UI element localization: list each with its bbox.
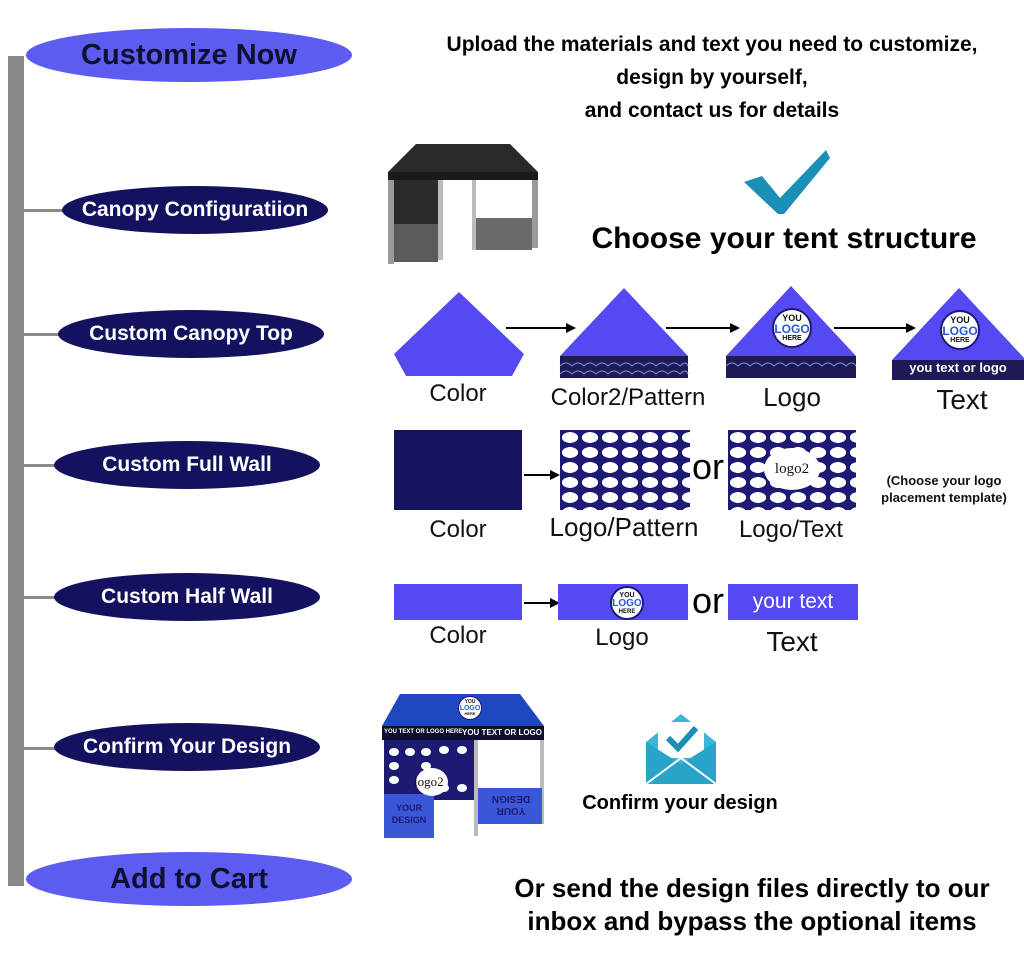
half-wall-text-label: Text <box>766 626 818 657</box>
add-to-cart-button[interactable]: Add to Cart <box>26 852 352 906</box>
logo-badge: YOU LOGO HERE <box>940 310 980 350</box>
logo-badge: YOU LOGO HERE <box>458 696 482 720</box>
placement-note: (Choose your logo placement template) <box>864 472 1024 506</box>
header-line: Upload the materials and text you need t… <box>446 33 978 56</box>
header-line: design by yourself, <box>616 66 808 89</box>
badge-text: HERE <box>618 608 636 615</box>
step-label: Custom Full Wall <box>102 453 272 476</box>
flow-connector <box>24 333 60 336</box>
arrow-icon <box>524 598 560 608</box>
tent-side-text: YOUR DESIGN <box>391 803 427 825</box>
step-label: Confirm Your Design <box>82 735 292 758</box>
customize-now-label: Customize Now <box>81 38 297 71</box>
badge-text: YOU <box>782 313 802 323</box>
full-wall-center-logo: logo2 <box>764 448 820 490</box>
badge-text: YOU <box>464 699 476 705</box>
canopy-text-band: you text or logo <box>909 360 1007 375</box>
header-line: and contact us for details <box>584 99 840 122</box>
step-label: Custom Canopy Top <box>89 322 293 345</box>
tent-band-text: YOU TEXT OR LOGO HERE <box>462 728 567 737</box>
half-wall-text-swatch[interactable]: your text <box>728 584 858 620</box>
full-wall-color-swatch[interactable] <box>394 430 522 510</box>
step-custom-full-wall[interactable]: Custom Full Wall <box>54 441 320 489</box>
footer-line: inbox and bypass the optional items <box>527 906 977 936</box>
canopy-text-label: Text <box>936 384 988 415</box>
canopy-pattern-label: Color2/Pattern <box>550 384 706 411</box>
step-confirm-your-design[interactable]: Confirm Your Design <box>54 723 320 771</box>
tent-logo-text: logo2 <box>414 774 444 789</box>
checkmark-icon <box>744 150 830 214</box>
full-wall-color-label: Color <box>429 516 487 543</box>
or-separator: or <box>692 446 725 487</box>
half-wall-text-value: your text <box>752 590 834 613</box>
badge-text: HERE <box>464 711 476 716</box>
half-wall-logo-label: Logo <box>595 624 649 651</box>
step-canopy-configuration[interactable]: Canopy Configuratiion <box>62 186 328 234</box>
logo-badge: YOU LOGO HERE <box>772 308 812 348</box>
canopy-pattern-swatch[interactable] <box>558 286 690 380</box>
canopy-logo-label: Logo <box>763 382 821 412</box>
step-label: Custom Half Wall <box>101 585 273 608</box>
tent-band-text: YOU TEXT OR LOGO HERE <box>384 729 463 735</box>
note-line: (Choose your logo <box>886 473 1002 488</box>
envelope-check-icon <box>645 714 717 785</box>
confirm-design-label: Confirm your design <box>582 792 778 814</box>
header-instructions: Upload the materials and text you need t… <box>400 28 1024 127</box>
note-line: placement template) <box>881 490 1007 505</box>
badge-text: LOGO <box>774 322 810 336</box>
tent-preview-image <box>382 694 544 838</box>
or-separator: or <box>692 580 725 621</box>
half-wall-color-swatch[interactable] <box>394 584 522 620</box>
full-wall-pattern-label: Logo/Pattern <box>549 512 699 542</box>
flow-connector <box>24 464 56 467</box>
structure-title: Choose your tent structure <box>591 222 977 255</box>
badge-text: LOGO <box>942 324 978 338</box>
tent-side-text: YOUR DESIGN <box>491 793 531 816</box>
footer-note: Or send the design files directly to our… <box>486 872 1018 938</box>
arrow-icon <box>524 470 560 480</box>
footer-line: Or send the design files directly to our <box>514 873 990 903</box>
step-custom-canopy-top[interactable]: Custom Canopy Top <box>58 310 324 358</box>
arrow-icon <box>666 323 740 333</box>
badge-text: LOGO <box>612 597 642 609</box>
full-wall-pattern-swatch[interactable] <box>560 430 690 510</box>
canopy-color-label: Color <box>429 380 487 407</box>
badge-text: YOU <box>950 315 970 325</box>
full-wall-text-label: Logo/Text <box>738 516 844 543</box>
step-custom-half-wall[interactable]: Custom Half Wall <box>54 573 320 621</box>
flow-spine <box>8 56 24 886</box>
flow-connector <box>24 209 64 212</box>
badge-text: HERE <box>782 335 802 342</box>
flow-connector <box>24 747 56 750</box>
add-to-cart-label: Add to Cart <box>110 862 268 895</box>
step-label: Canopy Configuratiion <box>81 198 309 221</box>
canopy-color-swatch[interactable] <box>392 290 526 378</box>
arrow-icon <box>506 323 576 333</box>
arrow-icon <box>834 323 916 333</box>
flow-connector <box>24 596 56 599</box>
badge-text: HERE <box>950 337 970 344</box>
half-wall-color-label: Color <box>429 622 487 649</box>
customize-now-button[interactable]: Customize Now <box>26 28 352 82</box>
badge-text: LOGO <box>459 705 481 712</box>
tent-structure-image <box>388 144 538 264</box>
badge-text: YOU <box>619 591 635 599</box>
logo-badge: YOU LOGO HERE <box>610 586 644 620</box>
